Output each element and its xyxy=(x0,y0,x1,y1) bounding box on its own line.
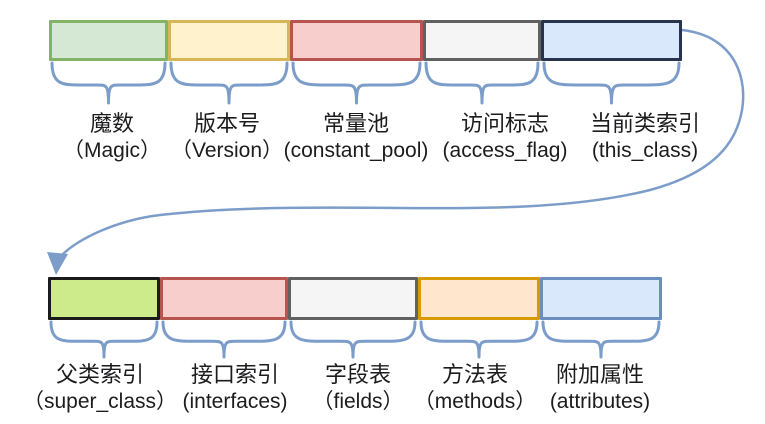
segment-interfaces xyxy=(160,277,288,320)
segment-attributes xyxy=(540,277,662,320)
brace-methods xyxy=(419,320,539,359)
label-methods-en: （methods） xyxy=(413,390,537,413)
label-interfaces: 接口索引 (interfaces) xyxy=(182,361,287,415)
segment-super-class xyxy=(48,277,160,320)
flow-arrowhead-icon xyxy=(47,252,68,275)
label-fields-en: （fields） xyxy=(312,390,404,413)
label-methods-zh: 方法表 xyxy=(441,362,509,387)
label-attributes: 附加属性 (attributes) xyxy=(550,361,650,415)
brace-attributes xyxy=(541,320,661,359)
segment-constant-pool xyxy=(290,20,423,61)
brace-magic xyxy=(50,61,167,105)
label-constant-pool-en: (constant_pool) xyxy=(283,139,429,162)
segment-this-class xyxy=(541,20,682,61)
label-version-en: （Version） xyxy=(170,139,284,162)
brace-constant-pool xyxy=(291,61,422,105)
label-magic-zh: 魔数 xyxy=(89,111,134,136)
segment-magic xyxy=(49,20,168,61)
label-interfaces-en: (interfaces) xyxy=(182,390,288,413)
label-super-class: 父类索引 （super_class） xyxy=(23,361,177,415)
label-attributes-en: (attributes) xyxy=(549,390,651,413)
label-fields-zh: 字段表 xyxy=(324,362,391,387)
label-version: 版本号 （Version） xyxy=(171,110,283,164)
brace-interfaces xyxy=(161,320,287,359)
label-access-flag-en: (access_flag) xyxy=(442,139,568,162)
label-methods: 方法表 （methods） xyxy=(414,361,537,415)
brace-version xyxy=(169,61,289,105)
label-this-class-en: (this_class) xyxy=(591,139,699,162)
label-attributes-zh: 附加属性 xyxy=(555,362,644,387)
label-fields: 字段表 （fields） xyxy=(312,361,403,415)
segment-version xyxy=(168,20,290,61)
label-constant-pool-zh: 常量池 xyxy=(322,111,390,136)
segment-methods xyxy=(418,277,540,320)
label-this-class: 当前类索引 (this_class) xyxy=(590,110,700,164)
label-this-class-zh: 当前类索引 xyxy=(589,111,701,136)
brace-access-flag xyxy=(424,61,540,105)
segment-fields xyxy=(288,277,418,320)
label-access-flag-zh: 访问标志 xyxy=(460,111,550,136)
segment-access-flag xyxy=(423,20,541,61)
label-super-class-zh: 父类索引 xyxy=(55,362,144,387)
label-magic-en: （Magic） xyxy=(62,139,162,162)
brace-super-class xyxy=(49,320,159,359)
label-interfaces-zh: 接口索引 xyxy=(190,362,279,387)
label-constant-pool: 常量池 (constant_pool) xyxy=(284,110,429,164)
label-access-flag: 访问标志 (access_flag) xyxy=(443,110,568,164)
label-version-zh: 版本号 xyxy=(193,111,261,136)
brace-this-class xyxy=(542,61,681,105)
label-magic: 魔数 （Magic） xyxy=(63,110,161,164)
label-super-class-en: （super_class） xyxy=(22,390,178,413)
brace-fields xyxy=(289,320,417,359)
